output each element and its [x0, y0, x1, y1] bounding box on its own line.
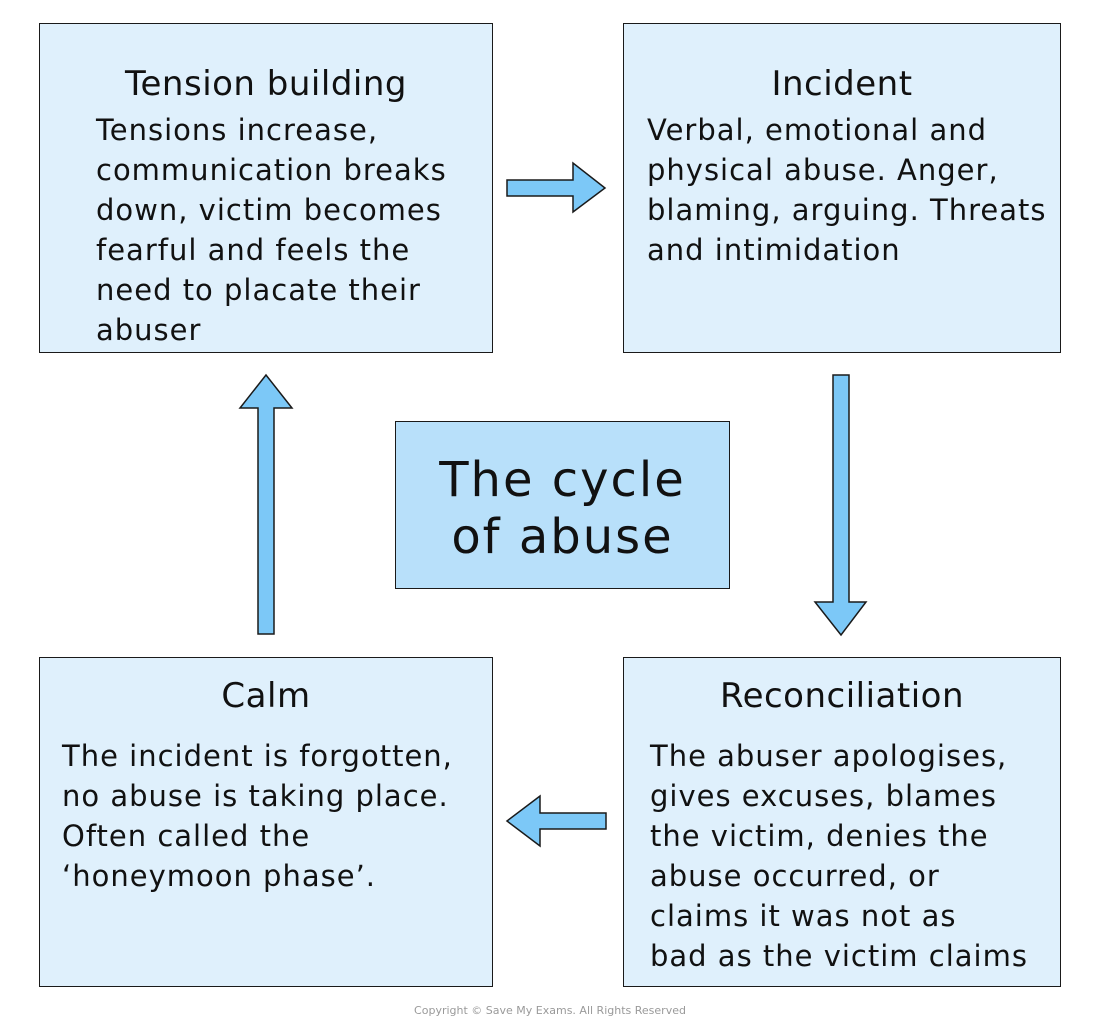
stage-title: Incident: [771, 64, 913, 104]
stage-box-reconciliation: Reconciliation The abuser apologises, gi…: [623, 657, 1061, 987]
stage-box-incident: Incident Verbal, emotional and physical …: [623, 23, 1061, 353]
copyright-notice: Copyright © Save My Exams. All Rights Re…: [414, 1004, 686, 1017]
stage-description: The abuser apologises, gives excuses, bl…: [650, 739, 1028, 973]
arrow-up-icon: [238, 373, 294, 635]
stage-box-tension-building: Tension building Tensions increase, comm…: [39, 23, 493, 353]
stage-title: Tension building: [125, 64, 407, 104]
stage-description: The incident is forgotten, no abuse is t…: [62, 739, 453, 893]
stage-description: Verbal, emotional and physical abuse. An…: [647, 113, 1047, 267]
arrow-down-icon: [813, 374, 868, 637]
stage-box-calm: Calm The incident is forgotten, no abuse…: [39, 657, 493, 987]
diagram-title: The cycle of abuse: [439, 452, 686, 565]
arrow-left-icon: [505, 794, 607, 848]
center-title-box: The cycle of abuse: [395, 421, 730, 589]
stage-title: Reconciliation: [719, 676, 965, 716]
stage-description: Tensions increase, communication breaks …: [96, 113, 447, 347]
arrow-right-icon: [506, 161, 607, 214]
stage-title: Calm: [221, 676, 311, 716]
